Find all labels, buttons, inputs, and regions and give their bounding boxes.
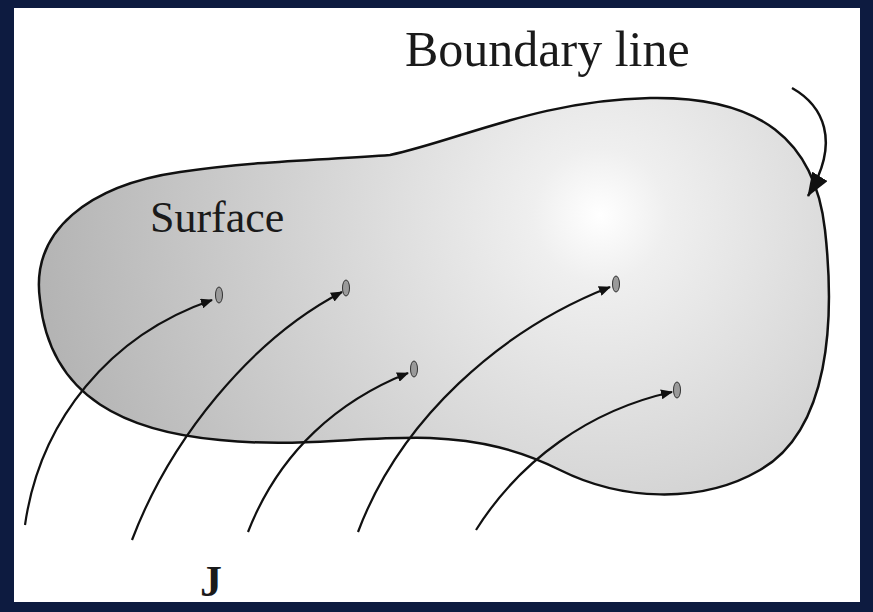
surface-label: Surface bbox=[150, 196, 284, 240]
leader-arrow bbox=[792, 88, 826, 196]
background bbox=[14, 8, 860, 602]
current-density-lines bbox=[25, 287, 672, 540]
surface-shape bbox=[39, 98, 829, 494]
flux-points bbox=[216, 276, 681, 398]
boundary-label: Boundary line bbox=[405, 24, 690, 74]
vector-symbol: J bbox=[200, 560, 222, 604]
